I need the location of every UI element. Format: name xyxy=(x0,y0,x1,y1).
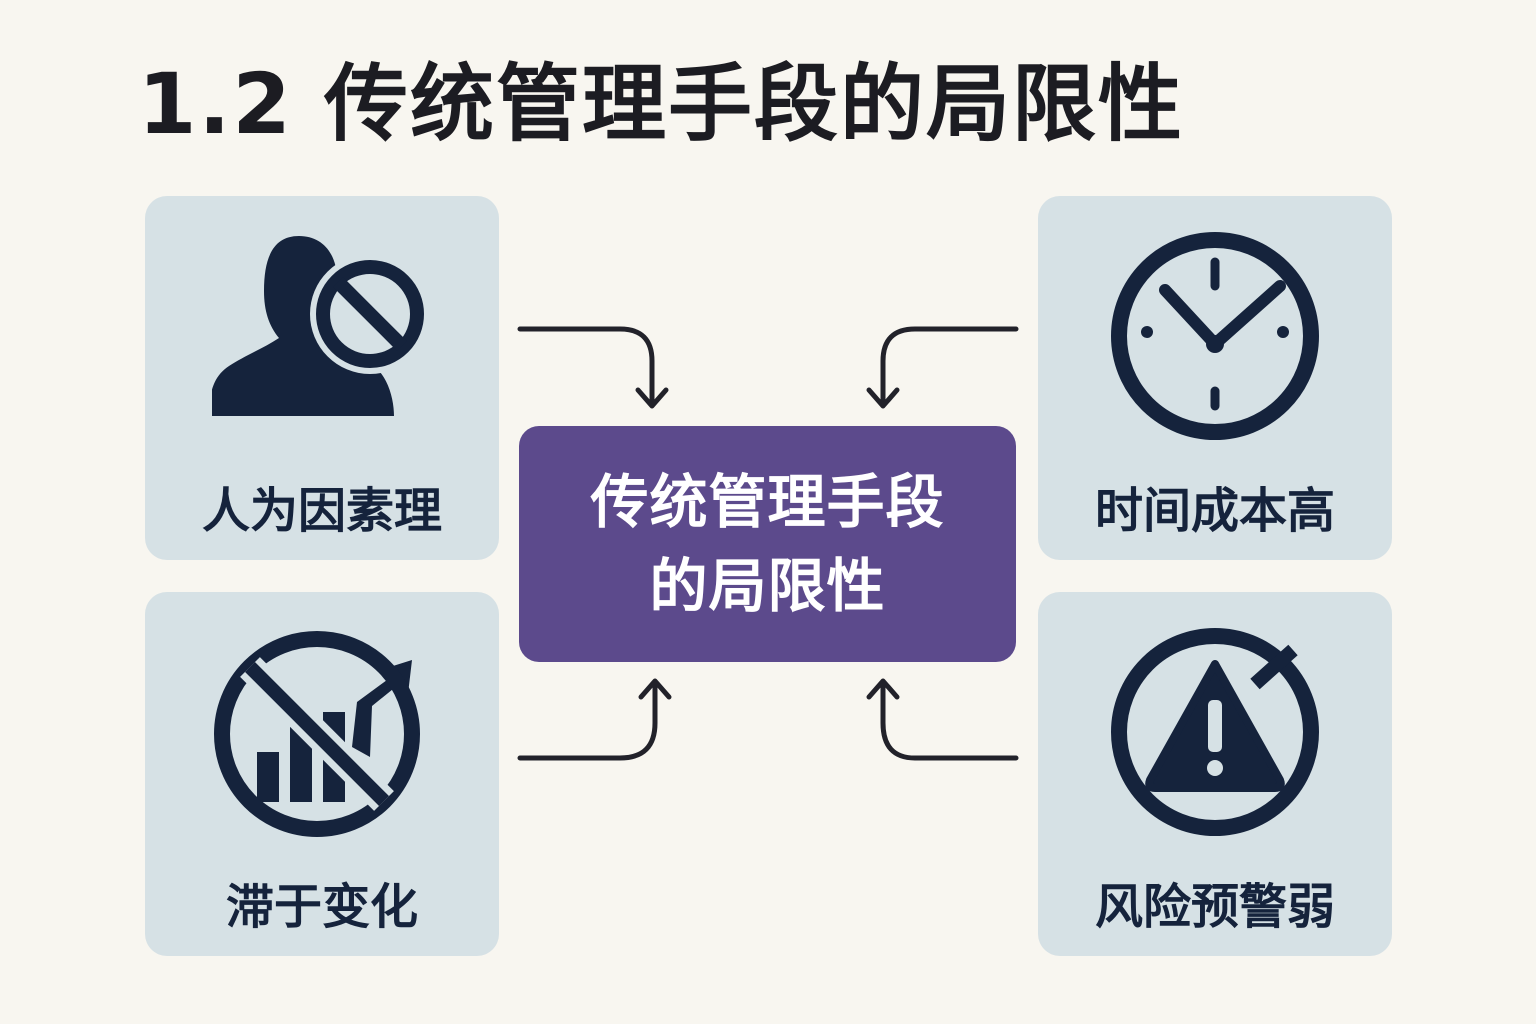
page-title: 1.2 传统管理手段的局限性 xyxy=(138,55,1185,153)
arrow-bottom-left xyxy=(517,680,658,761)
card-label-human-factors: 人为因素理 xyxy=(201,483,442,539)
arrow-bottom-right xyxy=(880,680,1019,761)
center-topic-line-1: 传统管理手段 xyxy=(590,467,945,536)
no-growth-chart-icon xyxy=(214,631,420,837)
card-slow-to-change: 滞于变化 xyxy=(145,592,499,956)
card-high-time-cost: 时间成本高 xyxy=(1038,196,1392,560)
arrow-top-left xyxy=(517,326,655,407)
clock-icon xyxy=(1111,232,1319,440)
card-weak-risk-warning: 风险预警弱 xyxy=(1038,592,1392,956)
center-topic-line-2: 的局限性 xyxy=(649,552,886,620)
card-label-high-time-cost: 时间成本高 xyxy=(1094,483,1335,539)
card-label-weak-risk-warning: 风险预警弱 xyxy=(1094,879,1335,935)
person-prohibited-icon xyxy=(212,236,430,416)
card-label-slow-to-change: 滞于变化 xyxy=(225,879,418,935)
warning-prohibited-icon xyxy=(1111,628,1319,836)
card-human-factors: 人为因素理 xyxy=(145,196,499,560)
arrow-top-right xyxy=(880,326,1019,407)
center-topic-box: 传统管理手段 的局限性 xyxy=(519,426,1016,662)
